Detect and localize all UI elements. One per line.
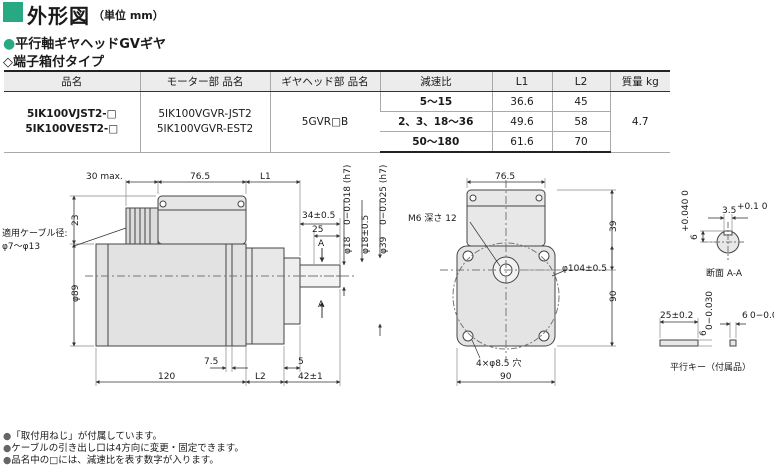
bullet-icon: ● (3, 443, 12, 454)
gearhead-name: 5GVR□B (269, 91, 380, 153)
ratio-cell: 2、3、18～36 (380, 111, 492, 132)
dim-phi18-5: φ18±0.5 (361, 215, 371, 254)
motor-name: 5IK100VGVR-EST2 (156, 122, 254, 135)
notes: ●「取付用ねじ」が付属しています。 ●ケーブルの引き出し口は4方向に変更・固定で… (3, 431, 244, 467)
key-dim-6-width: 6 (742, 311, 748, 321)
front-dim-90-vertical: 90 (609, 290, 619, 302)
title-square-icon (3, 2, 23, 22)
section-tol-6: +0.040 0 (681, 190, 691, 232)
table-header-row: 品名 モーター部 品名 ギヤヘッド部 品名 減速比 L1 L2 質量 kg (4, 70, 670, 92)
section-dim-6: 6 (690, 234, 700, 240)
page-title: 外形図 (27, 4, 90, 28)
note-text: ケーブルの引き出し口は4方向に変更・固定できます。 (11, 443, 244, 454)
table-row: 50～180 61.6 70 (4, 131, 670, 153)
dim-34: 34±0.5 (302, 211, 335, 221)
spec-table: 品名 モーター部 品名 ギヤヘッド部 品名 減速比 L1 L2 質量 kg 5I… (4, 70, 670, 153)
l2-cell: 70 (551, 131, 610, 153)
dim-120: 120 (158, 372, 175, 382)
dim-42: 42±1 (298, 372, 323, 382)
terminal-box (157, 195, 247, 245)
bullet-icon: ● (3, 431, 12, 442)
section-dim-3-5: 3.5 (722, 206, 736, 216)
bullet-icon: ● (3, 36, 16, 52)
l1-cell: 61.6 (491, 131, 552, 153)
unit-label: （単位 mm） (93, 9, 164, 22)
motor-name-cell: 5IK100VGVR-JST2 5IK100VGVR-EST2 (139, 91, 270, 153)
cable-range: φ7～φ13 (2, 242, 40, 252)
ratio-cell: 50～180 (380, 131, 492, 153)
type-heading: ◇端子箱付タイプ (3, 55, 104, 70)
note-text: 品名中の□には、減速比を表す数字が入ります。 (11, 455, 219, 466)
dim-7-5: 7.5 (204, 357, 218, 367)
table-row: 5IK100VJST2-□ 5IK100VEST2-□ 5IK100VGVR-J… (4, 91, 670, 153)
product-name-cell: 5IK100VJST2-□ 5IK100VEST2-□ (4, 91, 140, 153)
dim-phi18: φ18 (343, 236, 353, 254)
section-label: 断面 A-A (706, 267, 743, 279)
dim-l1: L1 (260, 172, 271, 182)
key-view (659, 318, 746, 347)
dim-25: 25 (312, 225, 323, 235)
note-item: ●「取付用ねじ」が付属しています。 (3, 431, 244, 443)
front-dim-39: 39 (609, 220, 619, 232)
dim-30max: 30 max. (86, 172, 123, 182)
section-a-top: A (318, 239, 325, 249)
series-heading: ●平行軸ギヤヘッドGVギヤ (3, 33, 166, 52)
section-view (700, 214, 748, 260)
col-header: 品名 (4, 70, 140, 92)
key-dim-25: 25±0.2 (660, 311, 693, 321)
col-header: 質量 kg (609, 70, 670, 92)
note-item: ●ケーブルの引き出し口は4方向に変更・固定できます。 (3, 443, 244, 455)
motor-name: 5IK100VGVR-JST2 (158, 107, 252, 120)
section-a-bottom: A (318, 300, 325, 310)
key-label: 平行キー（付属品） (670, 361, 751, 373)
col-header: 減速比 (379, 70, 492, 92)
l2-cell: 45 (551, 91, 610, 112)
col-header: ギヤヘッド部 品名 (269, 70, 380, 92)
holes-label: 4×φ8.5 穴 (476, 357, 521, 369)
ratio-cell: 5～15 (379, 91, 492, 112)
tol-phi18: 0−0.018 (h7) (343, 165, 353, 225)
table-row: 2、3、18～36 49.6 58 (4, 111, 670, 132)
l2-cell: 58 (551, 111, 610, 132)
l1-cell: 36.6 (491, 91, 552, 112)
dim-5: 5 (298, 357, 304, 367)
dim-l2: L2 (255, 372, 266, 382)
l1-cell: 49.6 (491, 111, 552, 132)
side-view (70, 180, 382, 386)
col-header: モーター部 品名 (139, 70, 270, 92)
dim-phi39: φ39 (379, 236, 389, 254)
dim-phi89: φ89 (71, 284, 81, 302)
dim-76-5: 76.5 (190, 172, 210, 182)
motor-body (95, 243, 247, 347)
key-tol-6-width: 0−0.030 (750, 311, 774, 321)
note-item: ●品名中の□には、減速比を表す数字が入ります。 (3, 455, 244, 467)
series-heading-text: 平行軸ギヤヘッドGVギヤ (15, 37, 166, 52)
section-tol-3-5: +0.1 0 (737, 202, 768, 212)
key-tol-6-height: 0−0.030 (705, 291, 715, 330)
cable-label: 適用ケーブル径: (2, 227, 68, 239)
front-dim-90-horizontal: 90 (500, 372, 512, 382)
front-view (440, 178, 616, 386)
tol-phi39: 0−0.025 (h7) (379, 165, 389, 225)
product-name: 5IK100VEST2-□ (25, 122, 119, 135)
key-dim-6-height: 6 (699, 330, 709, 336)
dim-23: 23 (71, 215, 81, 226)
bullet-icon: ● (3, 455, 12, 466)
mass-cell: 4.7 (609, 91, 670, 153)
m6-label: M6 深さ 12 (408, 213, 457, 224)
cable-gland (125, 207, 159, 245)
product-name: 5IK100VJST2-□ (26, 107, 117, 120)
col-header: L1 (491, 70, 552, 92)
front-dim-76-5: 76.5 (495, 172, 515, 182)
note-text: 「取付用ねじ」が付属しています。 (11, 431, 163, 442)
front-dim-phi104: φ104±0.5 (562, 264, 607, 274)
col-header: L2 (551, 70, 610, 92)
